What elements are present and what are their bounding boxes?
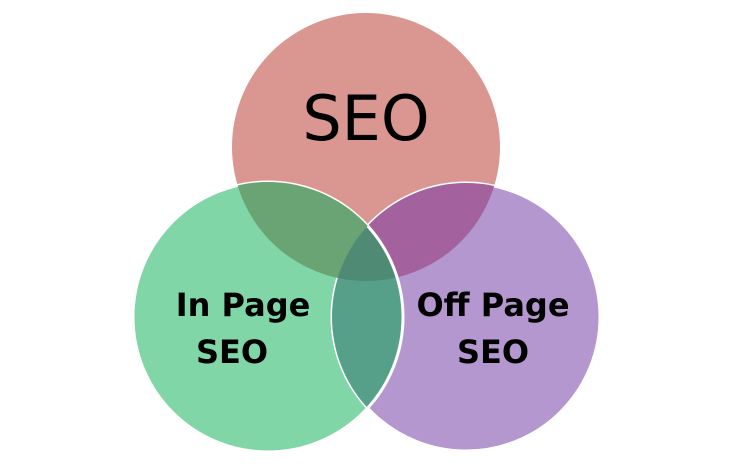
overlap-seo-off-page <box>332 183 500 281</box>
in-page-label-line1: In Page <box>176 286 311 324</box>
off-page-label-line2: SEO <box>457 333 529 371</box>
overlap-seo-in-page <box>232 182 403 281</box>
off-page-label-line1: Off Page <box>416 286 569 324</box>
in-page-label-line2: SEO <box>196 333 268 371</box>
seo-label: SEO <box>302 82 429 155</box>
